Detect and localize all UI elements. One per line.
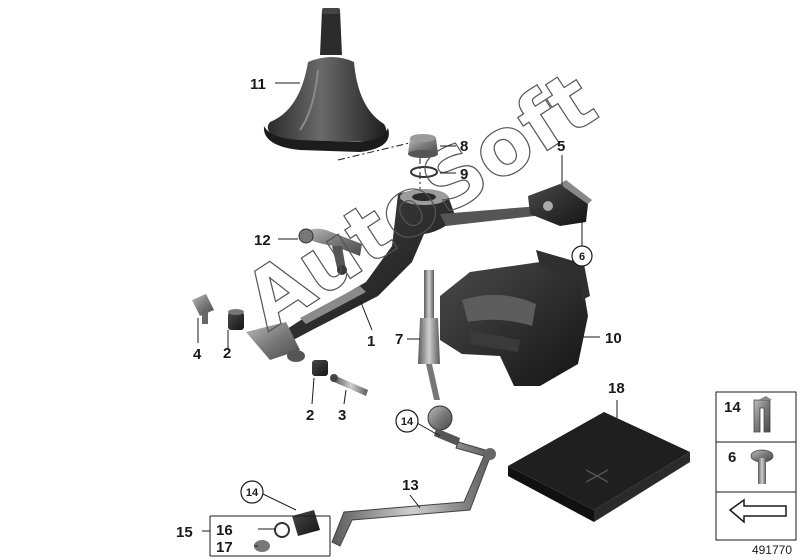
lever-arm-part bbox=[298, 228, 362, 275]
callout-18: 18 bbox=[608, 380, 625, 397]
callout-16: 16 bbox=[216, 522, 233, 539]
callout-12: 12 bbox=[254, 232, 271, 249]
legend-label-6: 6 bbox=[728, 449, 736, 466]
callout-1: 1 bbox=[367, 333, 375, 350]
legend-panel: 14 6 bbox=[715, 391, 797, 541]
diagram-reference-number: 491770 bbox=[752, 543, 792, 557]
leader-lines bbox=[197, 82, 618, 547]
bolt-icon bbox=[750, 449, 774, 484]
legend-label-14: 14 bbox=[724, 399, 741, 416]
left-hardware-group bbox=[192, 294, 368, 396]
callout-8: 8 bbox=[460, 138, 468, 155]
callout-10: 10 bbox=[605, 330, 622, 347]
insulation-pad-part bbox=[508, 412, 690, 522]
callout-17: 17 bbox=[216, 539, 233, 556]
shift-linkage-rod-part bbox=[331, 441, 496, 547]
shift-lever-part bbox=[270, 189, 552, 346]
selector-housing-part bbox=[440, 250, 590, 386]
callout-9: 9 bbox=[460, 166, 468, 183]
callout-2-left: 2 bbox=[223, 345, 231, 362]
arrow-icon bbox=[728, 498, 787, 524]
bushing-part bbox=[408, 134, 438, 158]
circled-callout-14-mid: 14 bbox=[395, 409, 419, 433]
shift-boot-part bbox=[263, 8, 389, 152]
callout-7: 7 bbox=[395, 331, 403, 348]
clip-icon bbox=[753, 396, 772, 433]
svg-text:6: 6 bbox=[579, 251, 585, 263]
circled-callout-14-kit: 14 bbox=[240, 480, 264, 504]
callout-5: 5 bbox=[557, 138, 565, 155]
shift-rod-part bbox=[418, 270, 460, 446]
svg-text:14: 14 bbox=[401, 416, 414, 428]
svg-text:14: 14 bbox=[246, 487, 259, 499]
o-ring-part bbox=[410, 166, 438, 178]
callout-2-bottom: 2 bbox=[306, 407, 314, 424]
circled-callout-6: 6 bbox=[571, 245, 593, 267]
kit-15-frame bbox=[209, 515, 331, 557]
guide-line bbox=[337, 139, 423, 161]
callout-labels: 11 8 9 5 12 4 2 1 7 10 2 3 18 13 15 16 1… bbox=[176, 76, 625, 556]
callout-11: 11 bbox=[250, 76, 266, 93]
callout-3: 3 bbox=[338, 407, 346, 424]
bracket-part bbox=[528, 180, 592, 226]
callout-13: 13 bbox=[402, 477, 419, 494]
callout-4: 4 bbox=[193, 346, 202, 363]
callout-15: 15 bbox=[176, 524, 193, 541]
